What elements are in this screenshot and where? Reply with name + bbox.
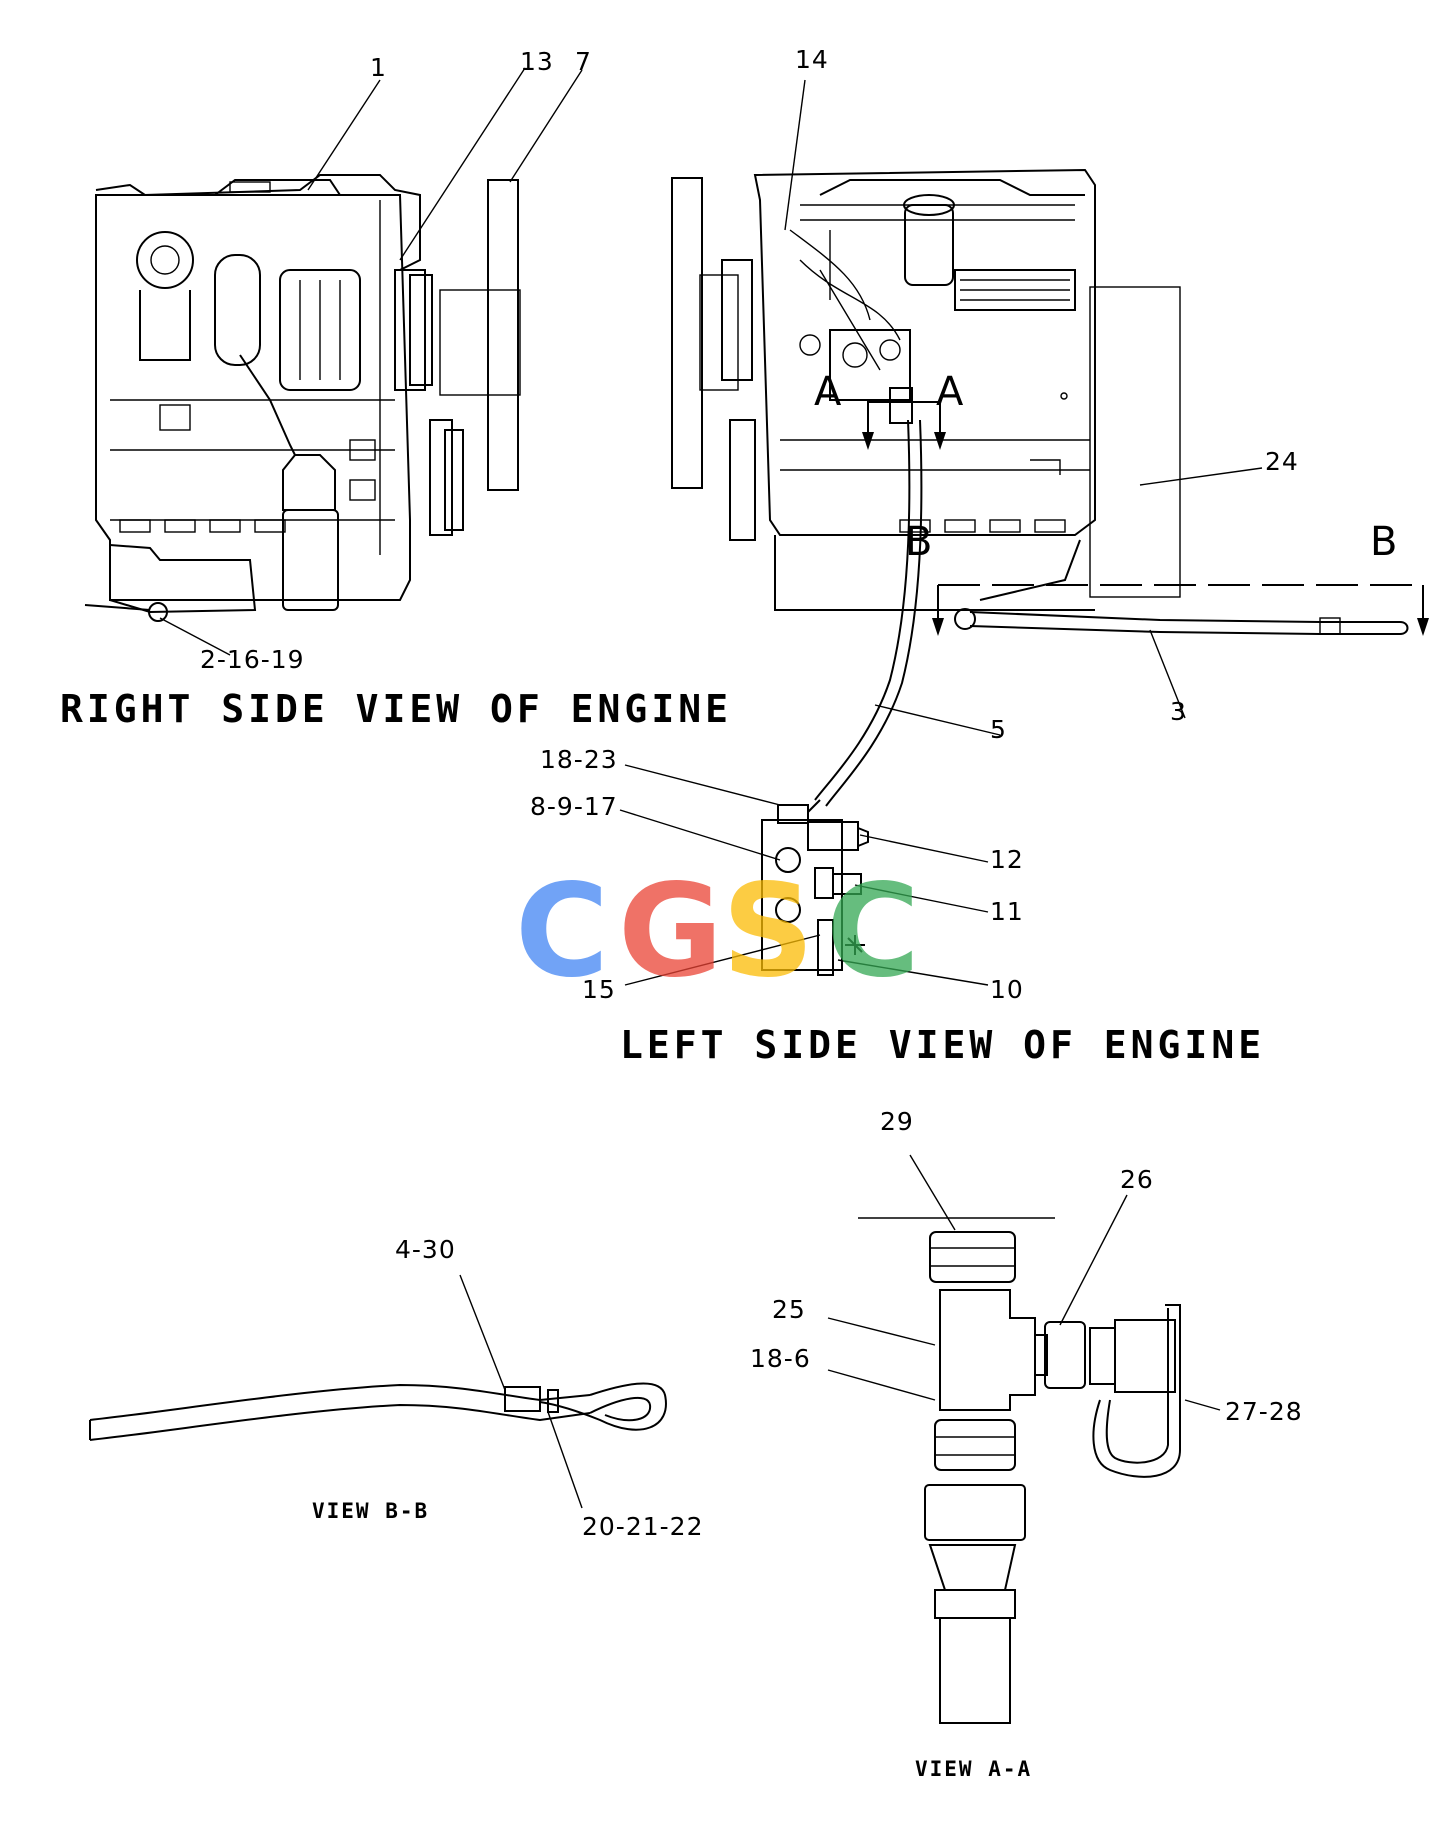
callout-12: 12 xyxy=(990,845,1024,874)
callout-18-6: 18-6 xyxy=(750,1344,811,1373)
left-side-engine-drawing xyxy=(671,168,1429,807)
callout-18-23: 18-23 xyxy=(540,745,618,774)
callout-11: 11 xyxy=(990,897,1024,926)
leader-lines xyxy=(159,67,1263,1509)
callout-13: 13 xyxy=(520,47,554,76)
callout-14: 14 xyxy=(795,45,829,74)
callout-27-28: 27-28 xyxy=(1225,1397,1303,1426)
callout-2-16-19: 2-16-19 xyxy=(200,645,305,674)
callout-26: 26 xyxy=(1120,1165,1154,1194)
section-a-right: A xyxy=(936,369,964,415)
watermark-letter-c1: C xyxy=(515,857,609,1006)
view-bb-title: VIEW B-B xyxy=(312,1499,429,1523)
watermark-letter-c2: C xyxy=(826,857,920,1006)
callout-15: 15 xyxy=(582,975,616,1004)
callout-7: 7 xyxy=(575,47,592,76)
callout-4-30: 4-30 xyxy=(395,1235,456,1264)
view-bb-drawing xyxy=(89,1382,667,1441)
section-b-right: B xyxy=(1370,519,1397,565)
callout-24: 24 xyxy=(1265,447,1299,476)
callout-25: 25 xyxy=(772,1295,806,1324)
callout-5: 5 xyxy=(990,715,1007,744)
callout-29: 29 xyxy=(880,1107,914,1136)
watermark-letter-s: S xyxy=(722,857,814,1006)
view-aa-drawing xyxy=(858,1217,1181,1724)
watermark: C G S C xyxy=(515,857,920,1006)
watermark-letter-g: G xyxy=(618,857,723,1006)
callout-3: 3 xyxy=(1170,697,1187,726)
view-aa-title: VIEW A-A xyxy=(915,1757,1032,1781)
callout-8-9-17: 8-9-17 xyxy=(530,792,618,821)
right-side-view-title: RIGHT SIDE VIEW OF ENGINE xyxy=(60,687,732,731)
sender-manifold-drawing xyxy=(761,799,869,976)
callout-10: 10 xyxy=(990,975,1024,1004)
section-b-left: B xyxy=(905,519,932,565)
left-side-view-title: LEFT SIDE VIEW OF ENGINE xyxy=(620,1023,1265,1067)
section-a-left: A xyxy=(814,369,842,415)
callout-1: 1 xyxy=(370,53,387,82)
right-side-engine-drawing xyxy=(84,174,521,622)
callout-20-21-22: 20-21-22 xyxy=(582,1512,703,1541)
